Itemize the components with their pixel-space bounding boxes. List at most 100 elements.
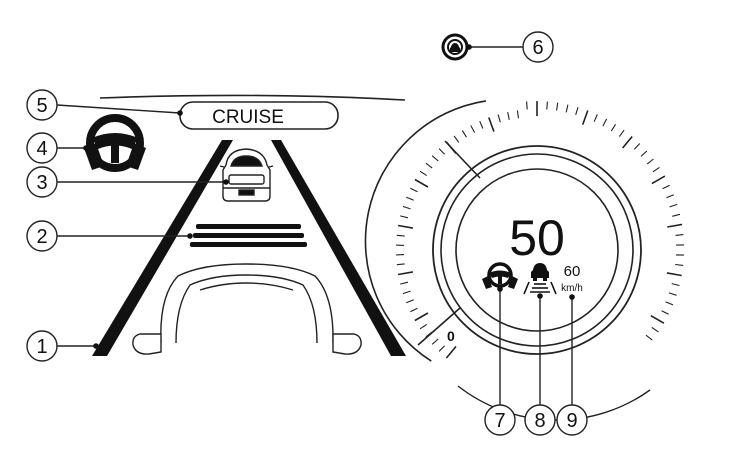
callout-number: 3 xyxy=(36,172,47,194)
scale-tick xyxy=(479,120,484,129)
scale-tick xyxy=(650,315,665,324)
scale-tick xyxy=(646,158,654,165)
needle-top xyxy=(444,140,481,179)
own-vehicle-hood xyxy=(132,263,362,355)
scale-tick xyxy=(414,312,429,322)
scale-tick xyxy=(470,125,476,133)
callout-number: 7 xyxy=(494,410,505,432)
outer-scale-arc xyxy=(364,100,487,362)
scale-tick xyxy=(410,187,418,193)
scale-tick xyxy=(575,107,579,116)
callout-number: 9 xyxy=(566,410,577,432)
scale-tick xyxy=(671,283,680,287)
needle-zero xyxy=(417,307,461,346)
scale-tick xyxy=(652,166,660,173)
scale-tick xyxy=(402,290,411,295)
scale-tick xyxy=(672,213,681,217)
scale-tick xyxy=(497,114,501,123)
scale-tick xyxy=(621,135,633,149)
scale-tick xyxy=(645,334,653,341)
callout-badge-6: 6 xyxy=(522,31,554,63)
callout-number: 8 xyxy=(534,410,545,432)
scale-tick xyxy=(581,110,589,125)
callout-badge-5: 5 xyxy=(26,89,58,121)
scale-tick xyxy=(402,205,411,210)
speed-unit: km/h xyxy=(561,283,583,294)
callout-number: 5 xyxy=(36,95,47,117)
callout-badge-4: 4 xyxy=(26,132,58,164)
callout-number: 6 xyxy=(532,37,543,59)
scale-tick xyxy=(396,263,405,266)
cruise-label: CRUISE xyxy=(212,107,284,128)
scale-tick xyxy=(651,175,666,185)
scale-tick xyxy=(445,345,457,359)
scale-tick xyxy=(507,111,510,121)
scale-tick xyxy=(419,323,428,330)
scale-tick xyxy=(400,281,409,285)
callout-number: 4 xyxy=(36,138,47,160)
scale-tick xyxy=(667,223,683,228)
callout-number: 1 xyxy=(36,336,47,358)
scale-tick xyxy=(397,271,414,276)
scale-tick xyxy=(488,117,495,132)
cruise-indicator: CRUISE xyxy=(179,101,339,130)
top-arc-line xyxy=(99,94,406,101)
scale-tick xyxy=(602,118,608,127)
speedometer: 0 50 60 km/h xyxy=(364,100,685,421)
scale-tick xyxy=(669,203,678,208)
gauge-ring-outer xyxy=(432,145,642,355)
lead-vehicle-icon xyxy=(219,148,274,202)
scale-tick xyxy=(414,178,429,188)
steering-assist-icon xyxy=(84,114,146,172)
speed-scale-ticks xyxy=(396,101,685,359)
set-speed: 60 xyxy=(564,263,581,280)
scale-tick xyxy=(461,130,467,138)
callout-badge-8: 8 xyxy=(524,404,556,436)
scale-tick xyxy=(410,307,418,313)
scale-tick xyxy=(453,135,460,143)
scale-tick xyxy=(526,101,528,110)
left-lane-line xyxy=(92,140,233,356)
scale-tick xyxy=(666,194,675,199)
scale-tick xyxy=(610,124,617,132)
scale-tick xyxy=(516,110,520,119)
scale-tick xyxy=(651,326,659,333)
callout-number: 2 xyxy=(36,226,47,248)
vehicle-distance-bars xyxy=(190,224,307,247)
scale-tick xyxy=(662,184,670,190)
callout-dots xyxy=(83,44,575,349)
scale-zero-label: 0 xyxy=(447,328,455,344)
scale-tick xyxy=(406,196,414,201)
callout-badge-9: 9 xyxy=(556,404,588,436)
gauge-ring-inner xyxy=(455,168,619,332)
scale-tick xyxy=(438,148,445,155)
scale-tick xyxy=(640,150,648,157)
scale-tick xyxy=(406,299,414,304)
scale-tick xyxy=(438,345,445,352)
callout-badge-7: 7 xyxy=(484,404,516,436)
current-speed: 50 xyxy=(509,210,565,266)
scale-tick xyxy=(396,234,405,237)
right-lane-line xyxy=(271,140,406,356)
gauge-ring-middle xyxy=(440,153,634,347)
callout-badge-1: 1 xyxy=(26,330,58,362)
scale-tick xyxy=(666,272,682,277)
scale-tick xyxy=(665,301,674,306)
scale-tick xyxy=(556,102,559,111)
scale-tick xyxy=(618,129,625,137)
scale-tick xyxy=(675,234,684,236)
scale-tick xyxy=(431,155,439,162)
scale-tick xyxy=(397,224,414,229)
callout-badge-3: 3 xyxy=(26,166,58,198)
scale-tick xyxy=(400,215,409,219)
scale-tick xyxy=(593,114,598,122)
callouts xyxy=(56,46,573,405)
scale-tick xyxy=(668,292,677,296)
vehicle-distance-icon xyxy=(441,33,469,61)
steering-assist-small-icon xyxy=(482,262,518,289)
scale-tick xyxy=(661,310,669,315)
scale-tick xyxy=(431,338,439,345)
callout-badge-2: 2 xyxy=(26,220,58,252)
scale-tick xyxy=(633,143,641,150)
